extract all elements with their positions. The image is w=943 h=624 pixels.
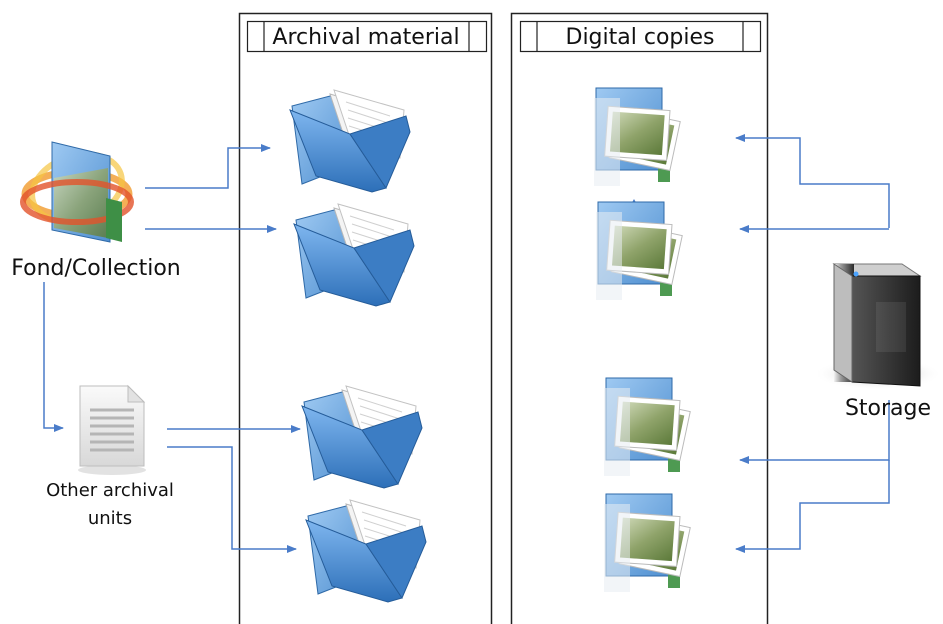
digital-copies-header: Digital copies <box>519 20 762 53</box>
arrow-fond-to-folder-1 <box>145 144 271 189</box>
arrow-storage-to-copy-1 <box>735 134 890 228</box>
archival-folder-4-icon <box>305 499 427 603</box>
archival-material-header: Archival material <box>246 20 488 53</box>
arrow-storage-to-copy-4 <box>735 460 890 553</box>
digital-copy-3-icon <box>603 377 691 477</box>
digital-copies-title: Digital copies <box>566 25 715 50</box>
document-icon <box>78 384 146 475</box>
arrow-other-to-folder-4 <box>167 446 297 553</box>
other-archival-units-label-line2: units <box>88 508 132 529</box>
archival-material-title: Archival material <box>272 25 459 50</box>
archival-folder-1-icon <box>289 89 411 193</box>
storage-label: Storage <box>845 396 931 421</box>
server-icon <box>814 263 942 390</box>
fond-collection-label: Fond/Collection <box>11 256 180 281</box>
other-archival-units-label-line1: Other archival <box>46 480 174 501</box>
archival-folder-2-icon <box>293 203 415 307</box>
connector-arrows <box>43 134 890 553</box>
archival-folder-3-icon <box>301 385 423 489</box>
digital-copy-4-icon <box>603 493 691 593</box>
arrow-fond-to-other <box>43 282 64 432</box>
digital-copy-2-icon <box>595 201 683 301</box>
digital-copies-column <box>510 12 769 624</box>
digital-copy-1-icon <box>593 87 681 187</box>
fond-collection-icon <box>20 141 134 243</box>
archival-material-column <box>238 12 493 624</box>
